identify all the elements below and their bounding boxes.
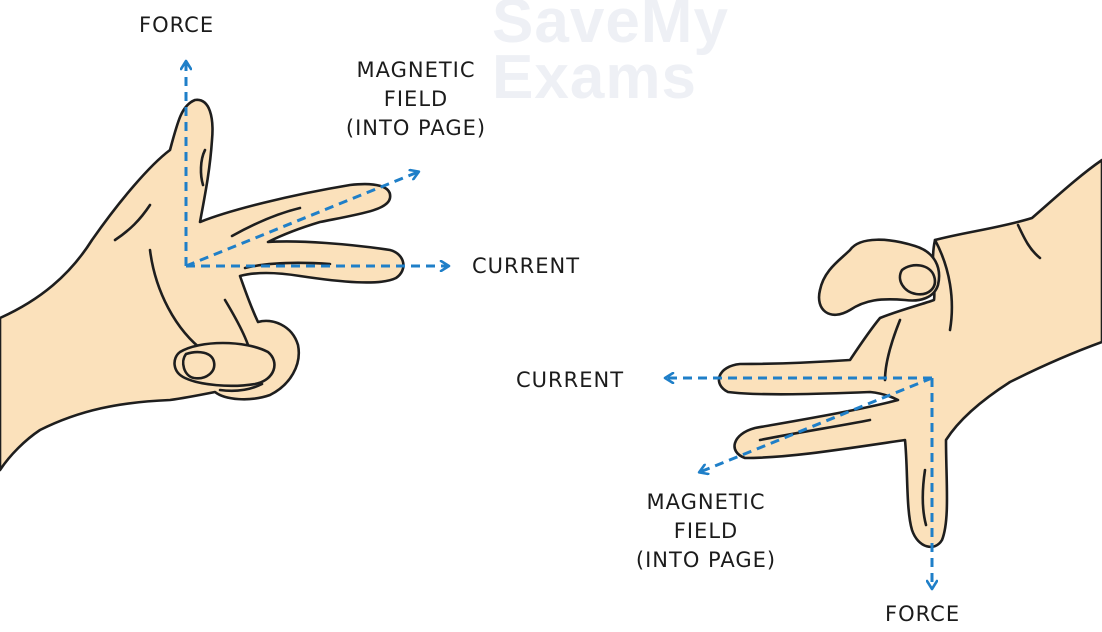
left-force-label: FORCE: [139, 11, 214, 40]
left-magnetic-field-label: MAGNETIC FIELD (INTO PAGE): [318, 56, 514, 143]
left-hand-nail: [183, 352, 214, 378]
left-field-line-1: MAGNETIC: [318, 56, 514, 85]
right-field-line-2: FIELD: [606, 517, 806, 546]
right-field-line-1: MAGNETIC: [606, 488, 806, 517]
left-hand: [0, 100, 403, 470]
right-current-label: CURRENT: [516, 366, 624, 395]
right-field-line-3: (INTO PAGE): [606, 546, 806, 575]
left-field-line-2: FIELD: [318, 85, 514, 114]
left-field-line-3: (INTO PAGE): [318, 114, 514, 143]
right-magnetic-field-label: MAGNETIC FIELD (INTO PAGE): [606, 488, 806, 575]
right-force-label: FORCE: [885, 600, 960, 629]
left-current-label: CURRENT: [472, 252, 580, 281]
right-hand-nail: [900, 265, 935, 294]
